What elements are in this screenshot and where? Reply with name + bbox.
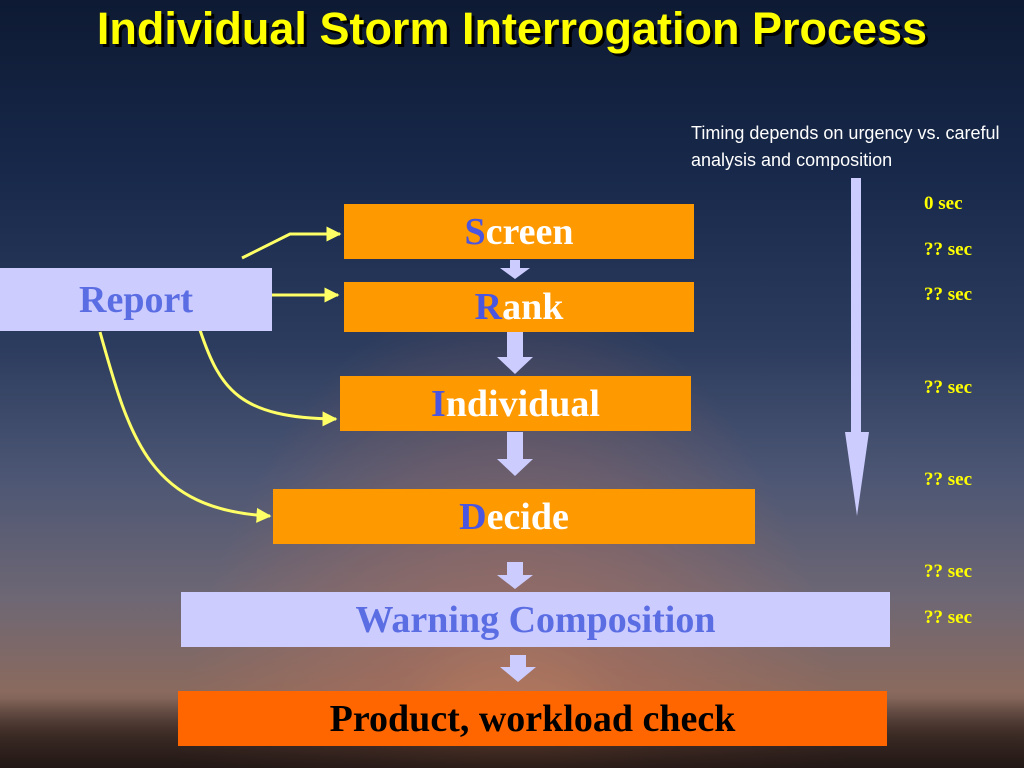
timing-label: 0 sec: [924, 193, 963, 214]
timing-label: ?? sec: [924, 607, 973, 628]
block-arrow-individual-decide: [497, 432, 533, 476]
block-arrow-screen-rank: [500, 260, 530, 279]
product-label: Product, workload check: [329, 697, 736, 740]
connector-report-individual: [198, 329, 338, 427]
product-box: Product, workload check: [178, 691, 887, 746]
connector-report-decide: [98, 331, 272, 523]
report-label: Report: [79, 278, 193, 321]
connector-report-screen: [241, 226, 342, 260]
step-individual-initial: I: [430, 382, 446, 425]
step-screen-initial: S: [464, 210, 486, 253]
step-screen-label: creen: [485, 210, 574, 253]
step-individual-label: ndividual: [445, 382, 600, 425]
timing-label: ?? sec: [924, 469, 973, 490]
step-rank-label: ank: [502, 286, 564, 328]
timing-arrow: [845, 178, 869, 516]
timing-label: ?? sec: [924, 561, 973, 582]
slide-title: Individual Storm Interrogation Process: [96, 3, 928, 54]
timing-label: ?? sec: [924, 377, 973, 398]
block-arrow-warning-product: [500, 655, 536, 682]
step-decide-label: ecide: [486, 495, 569, 538]
report-box: Report: [0, 268, 272, 331]
warning-composition-box: Warning Composition: [181, 592, 890, 647]
block-arrow-rank-individual: [497, 332, 533, 374]
warning-composition-label: Warning Composition: [355, 598, 716, 641]
block-arrow-decide-warning: [497, 562, 533, 589]
timing-label: ?? sec: [924, 284, 973, 305]
step-decide-initial: D: [459, 495, 487, 538]
timing-note: Timing depends on urgency vs. careful an…: [691, 123, 1000, 170]
timing-label: ?? sec: [924, 239, 973, 260]
step-rank-initial: R: [474, 286, 503, 328]
